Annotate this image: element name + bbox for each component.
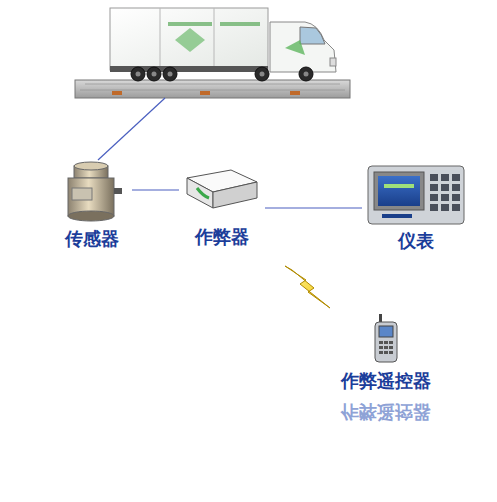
cheat-icon — [179, 158, 265, 224]
signal-wire — [132, 189, 179, 190]
platform-texture — [80, 84, 345, 90]
signal-wire — [265, 207, 362, 208]
meter-icon — [362, 162, 470, 228]
remote-node: 作弊遥控器 — [334, 312, 438, 395]
node-label: 作弊遥控器 — [337, 368, 435, 395]
node-label: 传感器 — [61, 226, 123, 253]
scale-platform — [75, 80, 350, 98]
sensor-node: 传感器 — [52, 148, 132, 253]
sensor-icon — [52, 148, 132, 226]
wireless-signal — [285, 266, 330, 308]
truck-wheels — [131, 67, 313, 81]
scale-wire — [98, 98, 165, 160]
cheat-device-node: 作弊器 — [179, 158, 265, 251]
reflection-text: 作弊遥控器 — [326, 400, 446, 424]
node-label: 仪表 — [394, 228, 438, 255]
load-cell-marks — [112, 91, 300, 95]
instrument-node: 仪表 — [362, 162, 470, 255]
truck-cab — [270, 22, 336, 72]
trailer-logo — [175, 28, 205, 52]
phone-icon — [341, 312, 431, 368]
node-label: 作弊器 — [191, 224, 253, 251]
truck-trailer — [110, 8, 268, 70]
